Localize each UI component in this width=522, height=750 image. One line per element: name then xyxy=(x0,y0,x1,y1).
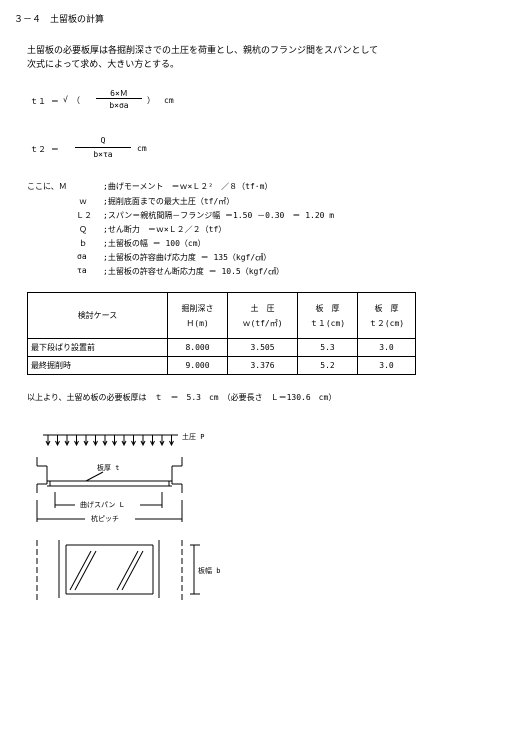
definition-text: ;せん断力 ＝ｗ×Ｌ２／２（tf） xyxy=(103,225,227,234)
thickness-label: 板厚 t xyxy=(97,464,120,472)
pitch-label: 杭ピッチ xyxy=(91,515,119,523)
formula-t2-numerator: Q xyxy=(100,136,106,145)
intro-line-2: 次式によって求め、大きい方とする。 xyxy=(27,60,180,70)
load-arrow-head xyxy=(112,440,117,447)
load-arrow-head xyxy=(131,440,136,447)
load-arrow-head xyxy=(64,440,70,447)
load-arrow-head xyxy=(93,440,98,447)
load-arrow-head xyxy=(102,440,108,447)
load-arrow-head xyxy=(140,440,146,447)
lagging-board xyxy=(49,480,170,487)
width-label: 板幅 b xyxy=(198,567,221,575)
formula-t1-open-paren: （ xyxy=(72,96,80,105)
definition-text: ;土留板の幅 ＝ 100（cm） xyxy=(103,239,206,248)
hatch-mark xyxy=(69,550,92,591)
hatch-mark xyxy=(74,550,97,591)
formula-t2-fraction-bar xyxy=(75,147,131,148)
definition-text: ;曲げモーメント ＝ｗ×Ｌ２² ／８（tf·m） xyxy=(103,182,273,191)
table-row: 最終掘削時 9.000 3.376 5.2 3.0 xyxy=(27,356,416,375)
thickness-leader xyxy=(85,471,104,482)
formula-t1-sqrt: √ xyxy=(63,95,68,104)
table-header-cell: 検討ケース xyxy=(27,292,168,339)
hatch-mark xyxy=(121,550,144,591)
definition-symbol: Ｑ xyxy=(79,225,87,234)
conclusion-text: 以上より、土留め板の必要板厚は ｔ ＝ 5.3 cm （必要長さ Ｌ＝130.6… xyxy=(27,393,337,402)
load-arrows xyxy=(45,435,174,447)
formula-t1-fraction-bar xyxy=(96,98,142,99)
definition-symbol: Ｌ２ xyxy=(76,211,92,220)
load-arrow-head xyxy=(121,440,127,447)
load-arrow-head xyxy=(74,440,79,447)
load-arrow-head xyxy=(150,440,155,447)
formula-t2-unit: cm xyxy=(137,144,147,153)
definition-text: ;掘削底面までの最大土圧（tf/㎡） xyxy=(103,197,235,206)
earth-pressure-label: 土圧 P xyxy=(182,433,205,441)
formula-t1-denominator: b×σa xyxy=(109,101,129,110)
definition-symbol: τa xyxy=(77,266,87,275)
formula-t1-lhs: ｔ１ ＝ xyxy=(30,97,59,106)
load-arrow-head xyxy=(159,440,165,447)
formula-t2-denominator: b×τa xyxy=(93,150,113,159)
load-arrow-head xyxy=(55,440,60,447)
definition-text: ;土留板の許容せん断応力度 ＝ 10.5（kgf/㎠） xyxy=(103,267,284,276)
load-arrow-head xyxy=(83,440,89,447)
definition-symbol: ここに、Ｍ xyxy=(27,182,67,191)
formula-t2-lhs: ｔ２ ＝ xyxy=(30,145,59,154)
span-label: 曲げスパン L xyxy=(80,501,124,509)
table-cell: 3.0 xyxy=(357,356,416,375)
formula-t1-unit: cm xyxy=(164,96,174,105)
formula-t1-numerator: 6×Ｍ xyxy=(110,89,128,98)
intro-line-1: 土留板の必要板厚は各掘削深さでの土圧を荷重とし、親杭のフランジ間をスパンとして xyxy=(27,46,379,56)
table-cell: 3.376 xyxy=(227,356,298,375)
load-arrow-head xyxy=(169,440,174,447)
definition-symbol: ｂ xyxy=(79,239,87,248)
formula-t1-close-paren: ） xyxy=(147,96,155,105)
definition-text: ;スパン＝親杭間隔－フランジ幅 ＝1.50 －0.30 ＝ 1.20 m xyxy=(103,211,335,220)
definition-symbol: σa xyxy=(77,252,87,261)
section-title: ３－４ 土留板の計算 xyxy=(14,15,105,25)
definition-text: ;土留板の許容曲げ応力度 ＝ 135（kgf/㎠） xyxy=(103,253,272,262)
hatch-mark xyxy=(116,550,139,591)
table-cell: 9.000 xyxy=(167,356,228,375)
load-arrow-head xyxy=(45,440,51,447)
definition-symbol: ｗ xyxy=(79,197,87,206)
